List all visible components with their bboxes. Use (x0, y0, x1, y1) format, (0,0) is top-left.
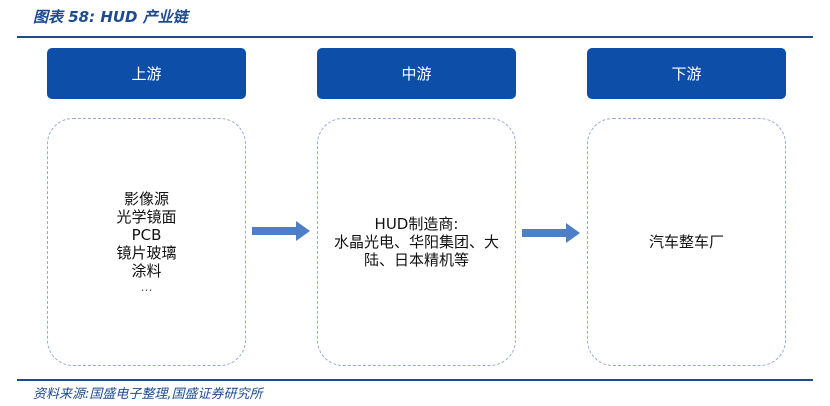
source-note: 资料来源:国盛电子整理,国盛证券研究所 (33, 387, 263, 402)
upstream-item: 镜片玻璃 (116, 244, 177, 262)
downstream-panel: 汽车整车厂 (587, 118, 786, 366)
midstream-panel: HUD制造商: 水晶光电、华阳集团、大 陆、日本精机等 (317, 118, 516, 366)
upstream-item: 影像源 (123, 190, 169, 208)
arrow-right-icon (522, 223, 580, 243)
top-rule (17, 36, 813, 38)
upstream-item: PCB (131, 226, 162, 244)
midstream-item: 陆、日本精机等 (363, 251, 469, 269)
downstream-header: 下游 (587, 48, 786, 99)
midstream-item: HUD制造商: (374, 215, 459, 233)
arrow-right-icon (252, 221, 310, 241)
downstream-item: 汽车整车厂 (648, 233, 724, 251)
midstream-header: 中游 (317, 48, 516, 99)
bottom-rule (17, 379, 813, 381)
upstream-item: 涂料 (131, 262, 162, 280)
upstream-panel: 影像源 光学镜面 PCB 镜片玻璃 涂料 … (47, 118, 246, 366)
midstream-item: 水晶光电、华阳集团、大 (333, 233, 499, 251)
upstream-header: 上游 (47, 48, 246, 99)
upstream-item: 光学镜面 (116, 208, 177, 226)
figure-title: 图表 58: HUD 产业链 (33, 8, 188, 26)
upstream-item: … (140, 280, 153, 294)
